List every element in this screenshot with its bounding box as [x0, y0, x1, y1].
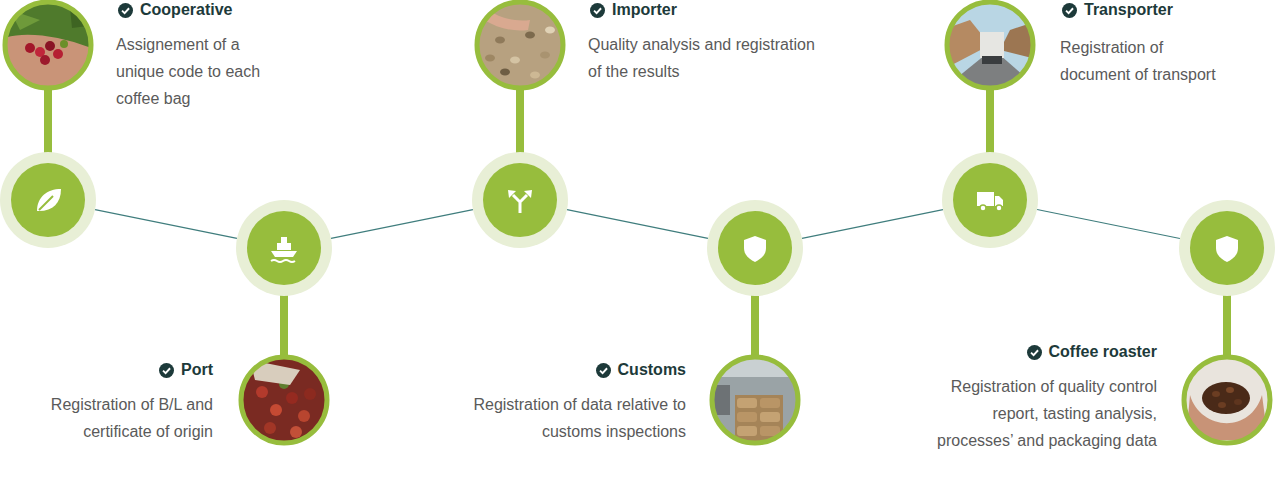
photo-cherries	[0, 0, 100, 100]
station-icon	[0, 152, 96, 248]
timeline-connector	[95, 210, 237, 239]
photo-frame	[241, 357, 327, 443]
connector-line	[567, 210, 708, 239]
photo-warehouse	[707, 352, 807, 452]
station-marker: PortRegistration of B/L and certificate …	[236, 200, 332, 296]
photo-frame	[1184, 357, 1270, 443]
timeline-connector	[567, 210, 708, 239]
photo-beans	[472, 0, 572, 100]
station-description: Registration of quality control report, …	[927, 373, 1157, 454]
station-heading: Importer	[590, 0, 677, 20]
photo-frame	[712, 357, 798, 443]
connector-line	[95, 210, 237, 239]
station-marker: TransporterRegistration of document of t…	[942, 152, 1038, 248]
station-icon	[1179, 200, 1275, 296]
station-description: Assignement of a unique code to each cof…	[116, 31, 276, 112]
station-heading: Port	[159, 360, 213, 380]
station-icon	[236, 200, 332, 296]
station-title: Coffee roaster	[1049, 342, 1157, 362]
photo-frame	[947, 2, 1033, 88]
station-title: Customs	[618, 360, 686, 380]
check-icon	[596, 363, 611, 378]
station-title: Importer	[612, 0, 677, 20]
check-icon	[118, 3, 133, 18]
station-title: Cooperative	[140, 0, 232, 20]
connector-line	[1037, 210, 1180, 239]
station-icon	[942, 152, 1038, 248]
station-marker: CooperativeAssignement of a unique code …	[0, 152, 96, 248]
station-heading: Cooperative	[118, 0, 232, 20]
timeline-connector	[802, 210, 943, 239]
photo-frame	[477, 2, 563, 88]
connector-line	[331, 210, 473, 239]
station-marker: CustomsRegistration of data relative to …	[707, 200, 803, 296]
connector-line	[802, 210, 943, 239]
station-heading: Customs	[596, 360, 686, 380]
timeline-connector	[331, 210, 473, 239]
station-icon	[472, 152, 568, 248]
stems	[44, 85, 1231, 360]
check-icon	[1062, 3, 1077, 18]
photo-roasted	[1179, 352, 1277, 452]
photo-frame	[5, 2, 91, 88]
station-description: Registration of B/L and certificate of o…	[33, 391, 213, 445]
station-heading: Transporter	[1062, 0, 1173, 20]
station-title: Transporter	[1084, 0, 1173, 20]
station-icon	[707, 200, 803, 296]
check-icon	[1027, 345, 1042, 360]
station-heading: Coffee roaster	[1027, 342, 1157, 362]
station-description: Registration of document of transport	[1060, 34, 1230, 88]
station-description: Registration of data relative to customs…	[461, 391, 686, 445]
station-marker: ImporterQuality analysis and registratio…	[472, 152, 568, 248]
station-title: Port	[181, 360, 213, 380]
check-icon	[590, 3, 605, 18]
check-icon	[159, 363, 174, 378]
station-marker: Coffee roasterRegistration of quality co…	[1179, 200, 1275, 296]
photo-truck	[942, 0, 1042, 100]
station-description: Quality analysis and registration of the…	[588, 31, 828, 85]
photo-harvest	[236, 352, 336, 452]
timeline-connector	[1037, 210, 1180, 239]
